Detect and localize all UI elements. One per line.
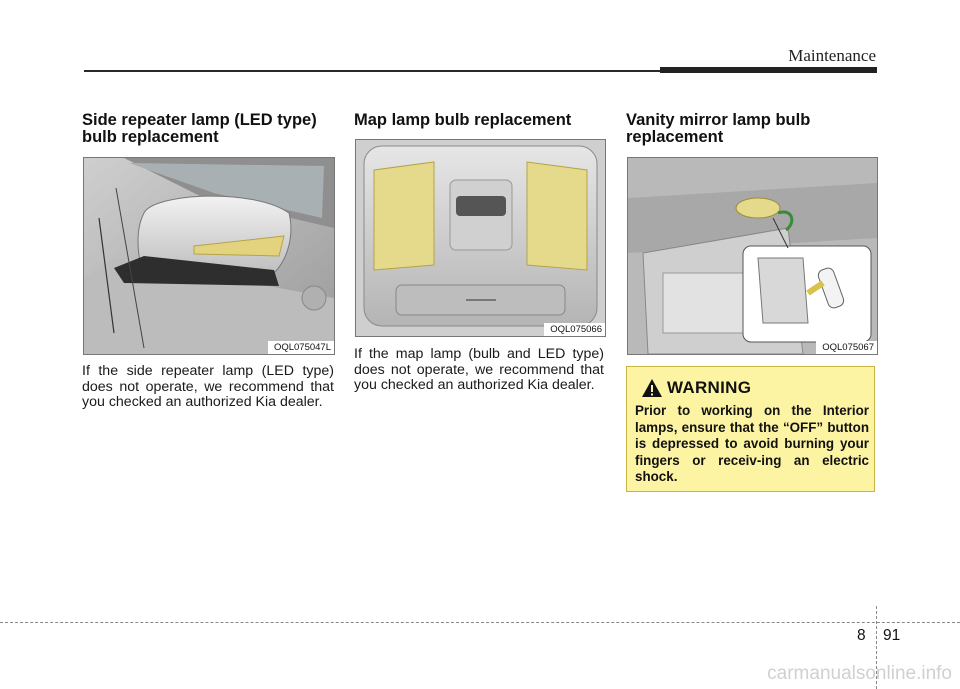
header-rule: [84, 70, 684, 72]
section-body: If the side repeater lamp (LED type) doe…: [82, 363, 334, 410]
figure-side-mirror: OQL075047L: [83, 157, 335, 355]
warning-title: WARNING: [667, 378, 752, 397]
section-heading: Map lamp bulb replacement: [354, 111, 572, 129]
section-side-repeater: Side repeater lamp (LED type) bulb repla…: [82, 112, 334, 146]
header-title: Maintenance: [788, 46, 876, 65]
section-heading: Vanity mirror lamp bulb replacement: [626, 111, 811, 146]
figure-code: OQL075047L: [267, 341, 334, 354]
warning-text: Prior to working on the Interior lamps, …: [635, 403, 869, 484]
figure-map-lamp: OQL075066: [355, 139, 606, 337]
footer-divider: [876, 606, 878, 689]
figure-code: OQL075066: [544, 323, 605, 336]
figure-vanity-lamp: OQL075067: [627, 157, 878, 355]
figure-code: OQL075067: [816, 341, 877, 354]
header-rule-accent: [660, 67, 877, 73]
warning-header: WARNING: [641, 378, 751, 398]
warning-triangle-icon: [642, 379, 662, 397]
map-lamp-illustration: [356, 140, 605, 336]
side-mirror-illustration: [84, 158, 334, 354]
section-map-lamp: Map lamp bulb replacement: [354, 112, 606, 129]
warning-box: WARNING Prior to working on the Interior…: [626, 366, 875, 492]
watermark-text: carmanualsonline.info: [767, 663, 952, 684]
section-heading: Side repeater lamp (LED type) bulb repla…: [82, 111, 317, 146]
footer-rule: [0, 622, 960, 623]
vanity-lamp-illustration: [628, 158, 877, 354]
section-body: If the map lamp (bulb and LED type) does…: [354, 346, 604, 393]
section-vanity-mirror: Vanity mirror lamp bulb replacement: [626, 112, 878, 146]
page-number: 91: [883, 627, 901, 644]
chapter-number: 8: [857, 627, 866, 644]
